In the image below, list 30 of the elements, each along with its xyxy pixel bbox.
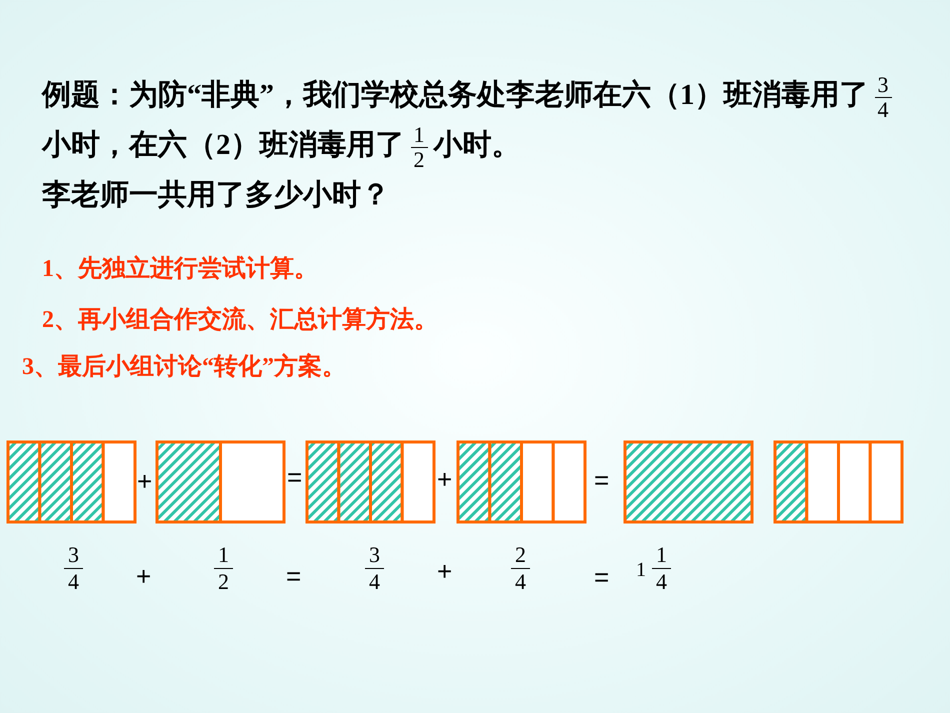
- fraction-denominator: 4: [68, 569, 79, 595]
- fraction-numerator: 1: [214, 542, 233, 569]
- fraction-denominator: 4: [369, 569, 380, 595]
- equals-sign: =: [594, 465, 610, 496]
- equals-sign: =: [286, 561, 302, 592]
- problem-text: 小时。: [434, 128, 520, 161]
- equals-sign: =: [287, 462, 302, 493]
- fraction-denominator: 2: [414, 148, 424, 172]
- problem-text: 小时，在六（2）班消毒用了: [42, 128, 404, 161]
- fraction-denominator: 4: [515, 569, 526, 595]
- step-text: 3、最后小组讨论“转化”方案。: [22, 352, 346, 382]
- step-text: 1、先独立进行尝试计算。: [42, 254, 318, 284]
- plus-sign: +: [437, 464, 452, 495]
- fraction-numerator: 3: [874, 72, 892, 98]
- fraction-numerator: 1: [410, 122, 428, 148]
- step-text: 2、再小组合作交流、汇总计算方法。: [42, 305, 438, 335]
- question-text: 李老师一共用了多少小时？: [42, 178, 390, 211]
- fraction-numerator: 1: [652, 542, 671, 569]
- equals-sign: =: [594, 562, 610, 593]
- fraction-denominator: 4: [878, 98, 888, 122]
- plus-sign: +: [136, 561, 152, 592]
- fraction-denominator: 2: [218, 569, 229, 595]
- fraction-numerator: 3: [64, 542, 83, 569]
- fraction-denominator: 4: [656, 569, 667, 595]
- problem-text: 例题：为防“非典”，我们学校总务处李老师在六（1）班消毒用了: [42, 79, 868, 111]
- fraction-numerator: 3: [365, 542, 384, 569]
- plus-sign: +: [137, 466, 152, 497]
- whole-number: 1: [636, 559, 646, 582]
- plus-sign: +: [437, 556, 452, 587]
- fraction-numerator: 2: [511, 542, 530, 569]
